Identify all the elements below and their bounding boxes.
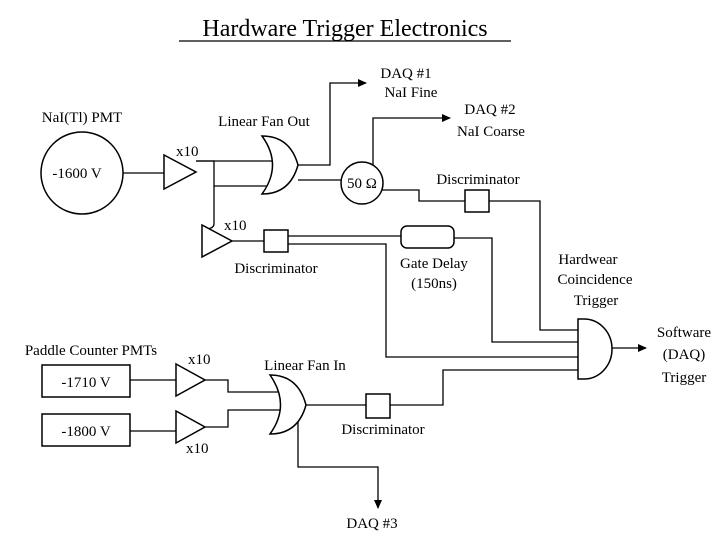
paddle-pmt-top-voltage: -1710 V bbox=[61, 375, 110, 391]
discriminator-top-label: Discriminator bbox=[436, 172, 519, 188]
discriminator-bottom-label: Discriminator bbox=[341, 422, 424, 438]
linear-fan-in-gate bbox=[268, 374, 307, 435]
coincidence-label-line1: Hardwear bbox=[558, 252, 617, 268]
amplifier-nai-main bbox=[163, 153, 198, 191]
discriminator-bottom bbox=[365, 393, 391, 419]
paddle-pmt-bottom-voltage: -1800 V bbox=[61, 424, 110, 440]
amp-label-nai-branch: x10 bbox=[224, 218, 247, 234]
wire-50ohm-to-disc-top bbox=[379, 189, 465, 202]
coincidence-and-gate bbox=[577, 318, 613, 380]
diagram-title: Hardware Trigger Electronics bbox=[202, 16, 487, 42]
software-trigger-line3: Trigger bbox=[662, 370, 706, 386]
linear-fan-out-label: Linear Fan Out bbox=[218, 114, 310, 130]
wire-branch-to-amp2 bbox=[206, 186, 215, 230]
wire-fanin-to-daq3 bbox=[297, 405, 382, 509]
terminator-label: 50 Ω bbox=[347, 176, 377, 192]
amp-label-paddle-top: x10 bbox=[188, 352, 211, 368]
wire-disc-top-to-and bbox=[489, 200, 578, 331]
discriminator-top bbox=[464, 189, 490, 213]
paddle-pmt-top bbox=[41, 364, 131, 398]
gate-delay-sublabel: (150ns) bbox=[411, 276, 457, 292]
nai-pmt-circle bbox=[40, 131, 124, 215]
daq2-label: DAQ #2 bbox=[464, 102, 515, 118]
coincidence-label-line3: Trigger bbox=[574, 293, 618, 309]
amplifier-nai-branch bbox=[201, 223, 234, 259]
wire-gate-to-and bbox=[454, 237, 578, 343]
wire-amp-top-to-fanin bbox=[205, 379, 282, 393]
nai-pmt-label: NaI(Tl) PMT bbox=[42, 110, 122, 126]
amp-label-paddle-bottom: x10 bbox=[186, 441, 209, 457]
wire-amp-to-fanout-b bbox=[196, 160, 275, 187]
daq2-sublabel: NaI Coarse bbox=[457, 124, 525, 140]
amplifier-paddle-bottom bbox=[175, 409, 207, 445]
wire-disc-bottom-to-and bbox=[390, 369, 578, 406]
software-trigger-line2: (DAQ) bbox=[663, 347, 706, 363]
amplifier-paddle-top bbox=[175, 362, 207, 398]
discriminator-mid bbox=[263, 229, 289, 253]
nai-pmt-voltage: -1600 V bbox=[52, 166, 101, 182]
wire-fanout-to-daq1 bbox=[298, 79, 367, 166]
software-trigger-line1: Software bbox=[657, 325, 711, 341]
discriminator-mid-label: Discriminator bbox=[234, 261, 317, 277]
gate-delay-label: Gate Delay bbox=[400, 256, 468, 272]
amp-label-nai-main: x10 bbox=[176, 144, 199, 160]
paddle-pmt-bottom bbox=[41, 413, 131, 447]
gate-delay-box bbox=[400, 225, 455, 249]
wire-50ohm-to-daq2 bbox=[372, 114, 451, 170]
wires bbox=[123, 79, 647, 509]
linear-fan-in-label: Linear Fan In bbox=[264, 358, 346, 374]
daq1-label: DAQ #1 bbox=[380, 66, 431, 82]
wire-amp-bottom-to-fanin bbox=[205, 409, 282, 428]
wire-disc-mid-to-and bbox=[288, 243, 578, 358]
terminator-50-ohm bbox=[340, 161, 384, 205]
daq1-sublabel: NaI Fine bbox=[385, 85, 438, 101]
daq3-label: DAQ #3 bbox=[346, 516, 397, 532]
coincidence-label-line2: Coincidence bbox=[558, 272, 633, 288]
paddle-pmts-label: Paddle Counter PMTs bbox=[25, 343, 157, 359]
linear-fan-out-gate bbox=[260, 135, 299, 195]
